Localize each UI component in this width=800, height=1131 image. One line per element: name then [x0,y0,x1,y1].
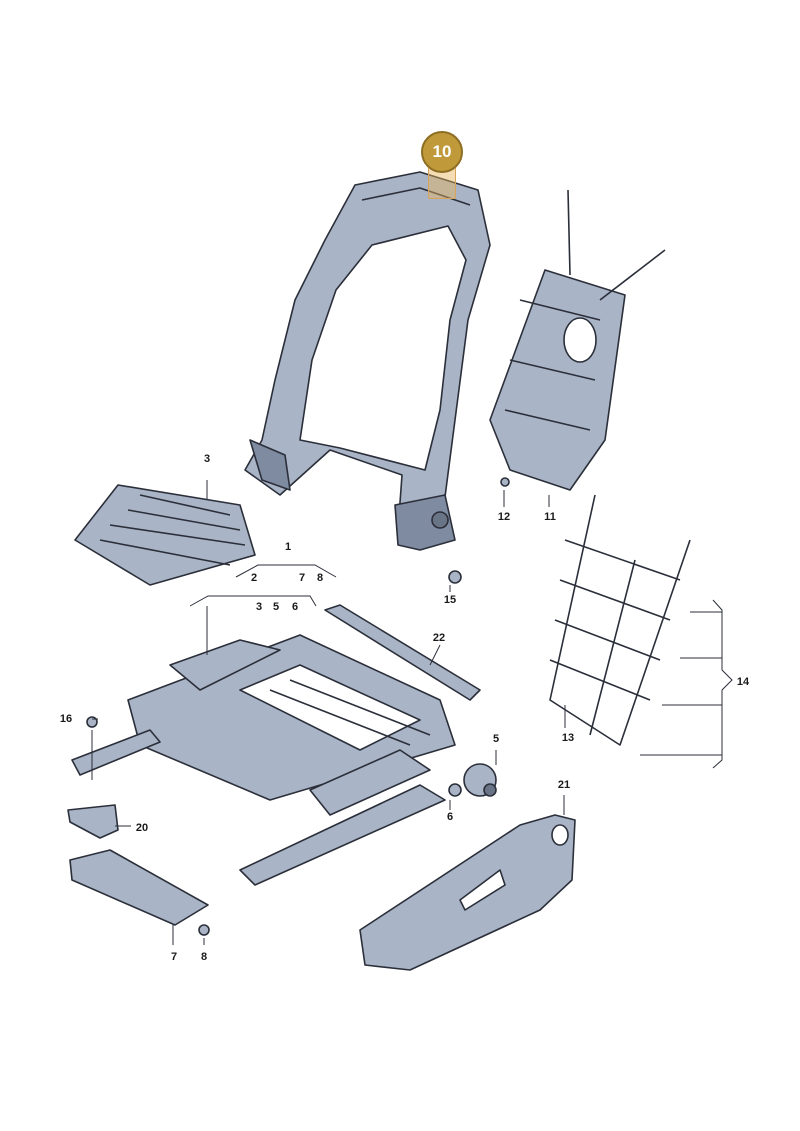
part-label-8-nut: 8 [200,951,208,963]
part-label-11: 11 [544,511,556,523]
highlighted-part-10[interactable] [428,167,456,199]
part-label-6: 6 [291,601,299,613]
part-label-14: 14 [736,676,750,688]
part-label-16: 16 [59,713,73,725]
part-label-5: 5 [272,601,280,613]
backrest-frame [244,171,491,551]
motor-unit [463,763,497,797]
part-label-7-bracket: 7 [170,951,178,963]
part-label-15: 15 [443,594,457,606]
part-label-2: 2 [250,572,258,584]
part-label-1: 1 [284,541,292,553]
screws [86,477,510,936]
part-label-21: 21 [557,779,571,791]
part-label-22: 22 [432,632,446,644]
leader-lines [91,480,733,945]
seat-spring-mat [74,484,256,586]
wire-mat [549,494,691,746]
part-label-12: 12 [497,511,511,523]
part-label-8: 8 [316,572,324,584]
seat-frame [127,634,456,801]
lumbar-panel [489,189,666,491]
bracket [69,849,209,926]
part-label-5-motor: 5 [492,733,500,745]
lever-cover [67,804,119,839]
part-label-6-screw: 6 [446,811,454,823]
side-trim [359,814,576,971]
part-label-7: 7 [298,572,306,584]
rail-22 [324,604,481,701]
part-label-3: 3 [255,601,263,613]
seat-rails [71,729,446,886]
part-label-3-mat: 3 [203,453,211,465]
part-label-13: 13 [561,732,575,744]
callout-badge-10[interactable]: 10 [421,131,463,173]
part-label-20: 20 [135,822,149,834]
